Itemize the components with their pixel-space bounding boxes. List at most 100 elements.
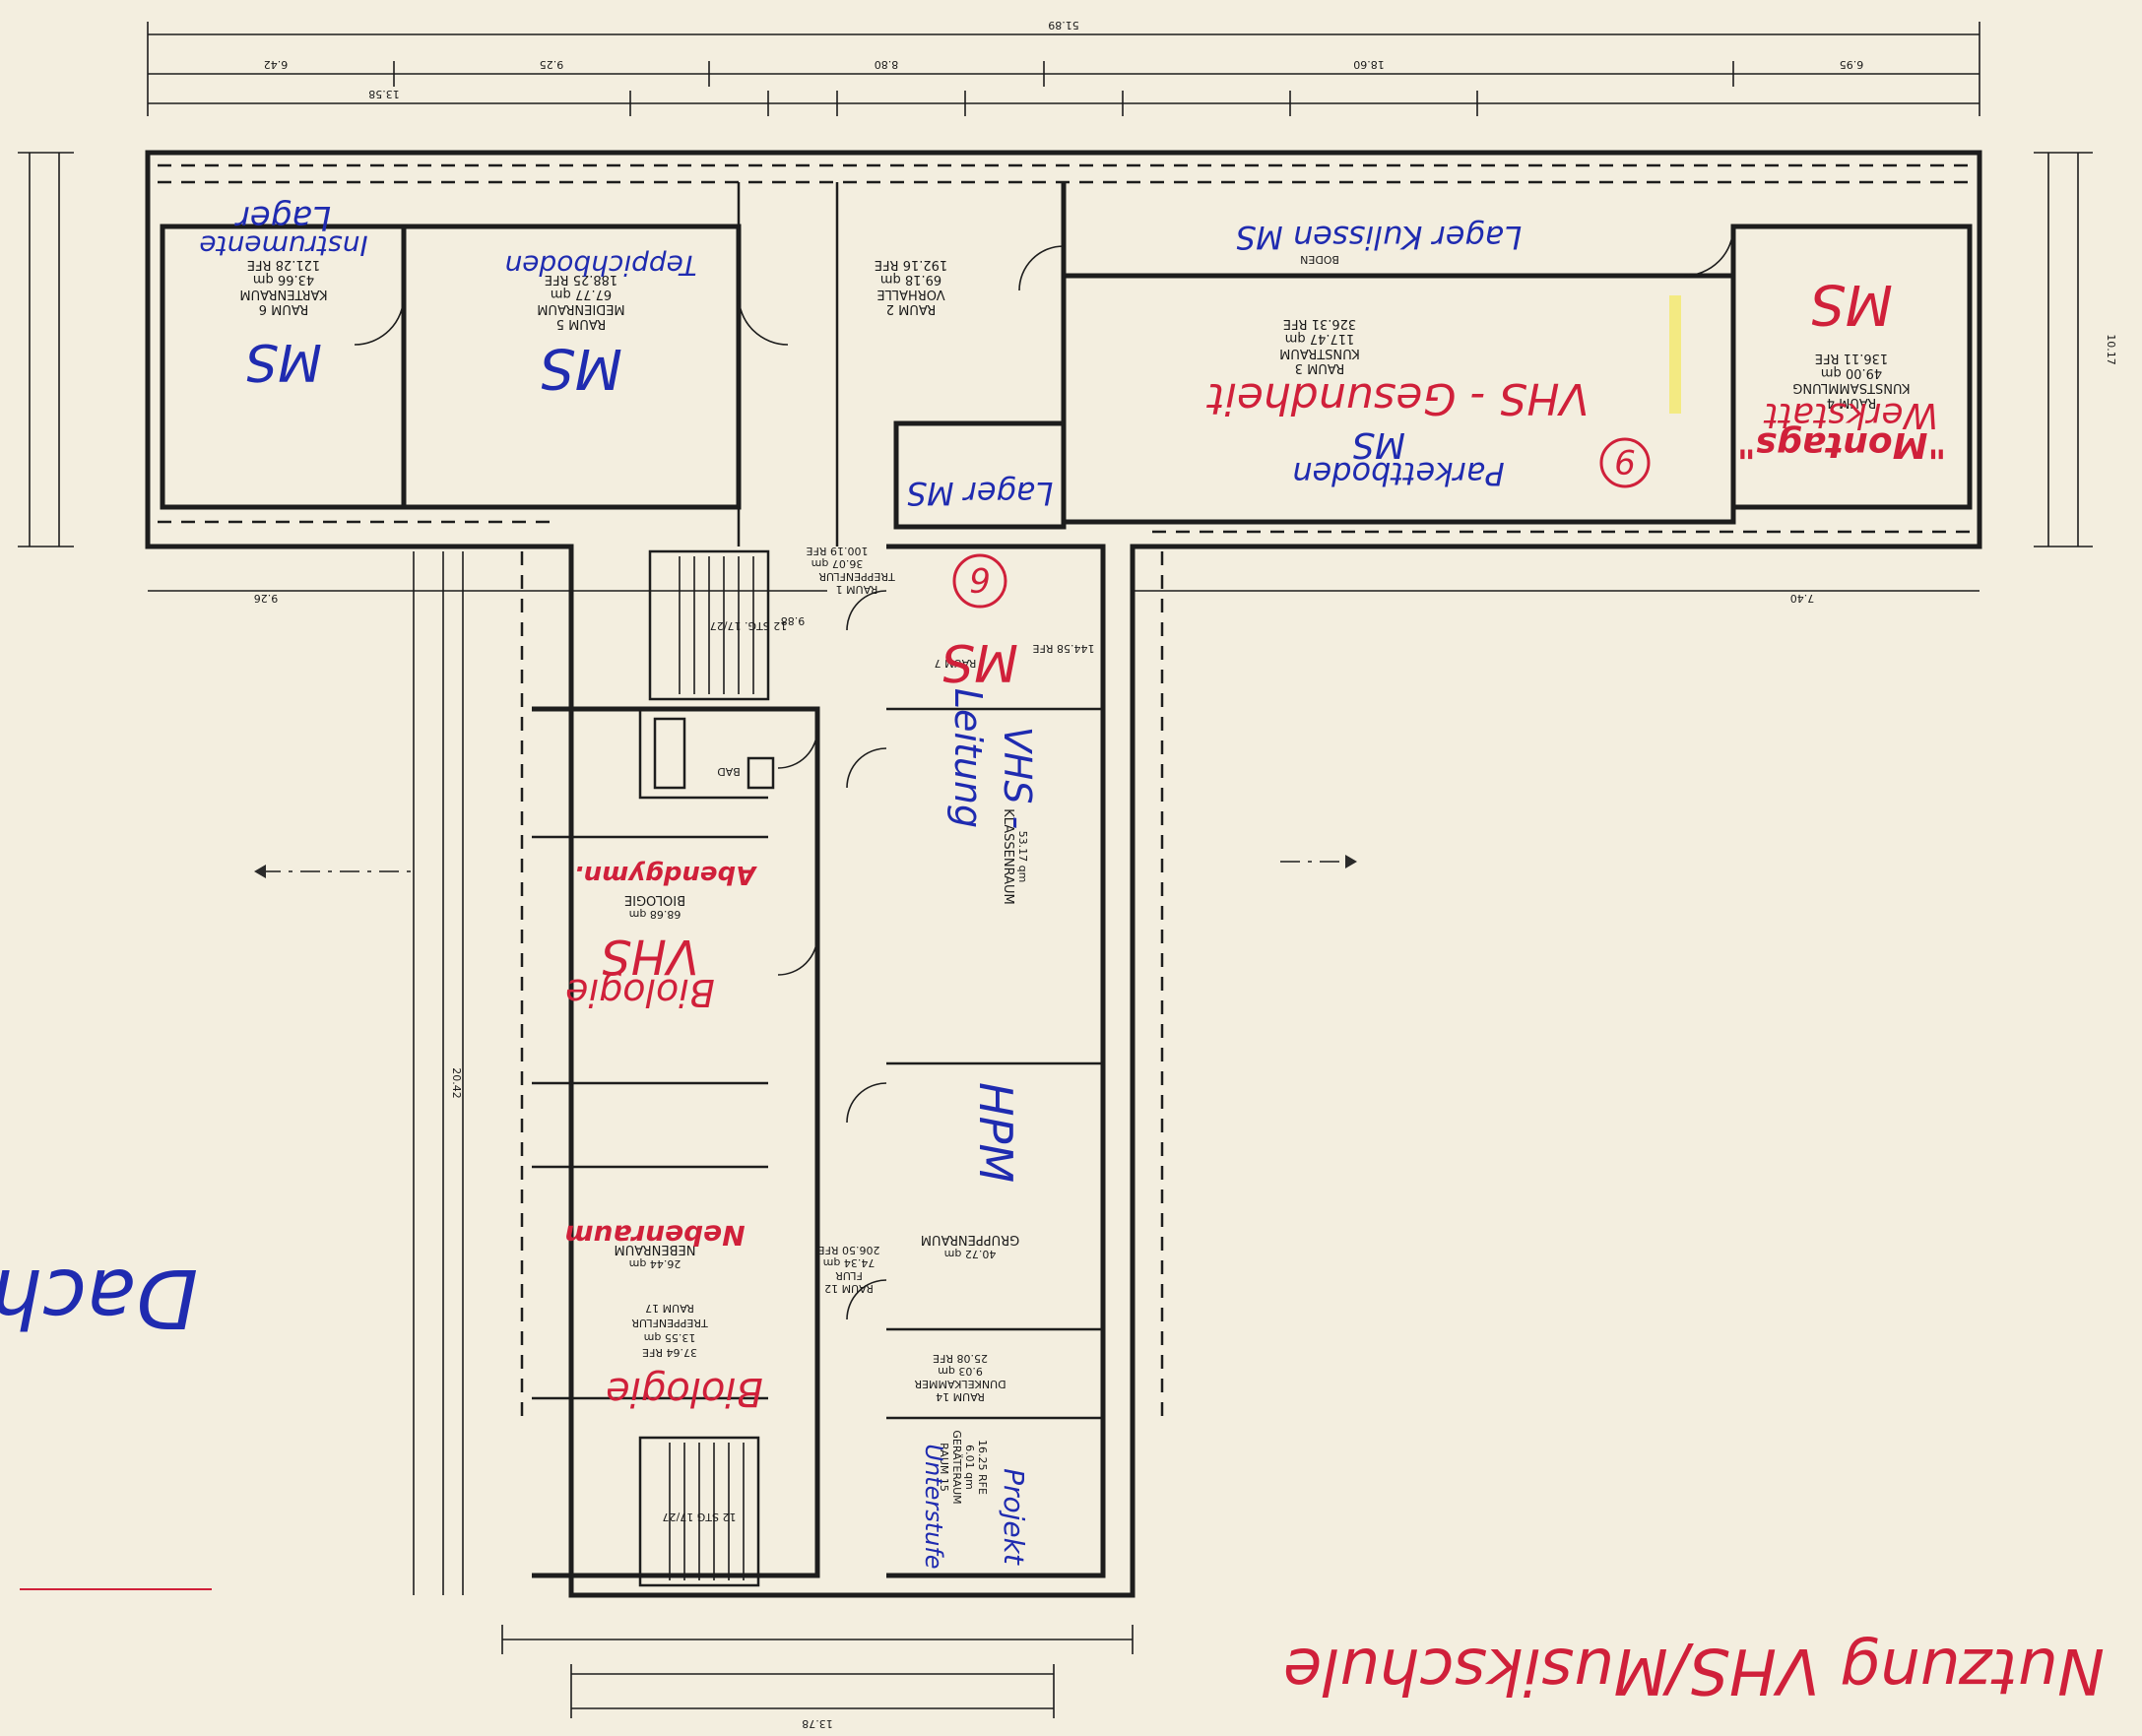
note-vhs: VHS -: [996, 727, 1039, 829]
room-area: 53.17 qm: [1016, 831, 1029, 883]
room-rfe: 121.28 RFE: [247, 257, 320, 272]
note-hpm: HPM: [969, 1082, 1022, 1183]
note-lager-kulissen: Lager Kulissen MS: [1236, 219, 1522, 256]
room-label: RAUM 5: [556, 316, 607, 331]
room-type: KUNSTRAUM: [1279, 346, 1360, 360]
room-area: 69.18 qm: [880, 272, 941, 287]
room-label: BIOLOGIE: [624, 892, 685, 907]
room-type: KARTENRAUM: [239, 287, 327, 301]
room-area: 9.03 qm: [938, 1365, 983, 1378]
note-vhs-gesundheit: VHS - Gesundheit: [1206, 373, 1590, 423]
room-label: RAUM 14: [936, 1390, 985, 1403]
room-area: 40.72 qm: [944, 1248, 997, 1260]
room-label: NEBENRAUM: [615, 1242, 696, 1256]
room-label: RAUM 2: [886, 301, 937, 316]
dim-top-seg-2: 9.25: [540, 58, 564, 71]
room-label: RAUM 1: [836, 583, 878, 596]
building-walls: [145, 150, 1982, 1598]
margin-note-left: Dachg: [0, 1251, 198, 1344]
svg-text:Dachg: Dachg: [0, 1251, 198, 1344]
note-ms: MS: [1352, 424, 1405, 465]
room-raum15: RAUM 15 GERÄTERAUM 6.01 qm 16.25 RFE Pro…: [920, 1430, 1030, 1569]
wing-dimension-chain: 9.26 7.40 9.88: [148, 590, 1980, 627]
room-gruppenraum-note: HPM: [969, 1082, 1022, 1183]
room-rfe: 100.19 RFE: [806, 545, 868, 557]
note-nebenraum: Nebenraum: [564, 1219, 745, 1252]
room-rfe: 188.25 RFE: [545, 272, 617, 287]
room-raum3: RAUM 3 KUNSTRAUM 117.47 qm 326.31 RFE VH…: [1206, 316, 1651, 492]
dim-top-seg-3: 8.80: [875, 58, 899, 71]
stairs-bottom: [638, 1436, 760, 1587]
right-dimension-chain: 10.17: [2034, 152, 2117, 547]
top-dimension-chain: 51.89 6.42 9.25 8.80 18.60 6.95 13.58: [147, 19, 1980, 116]
room-rfe: 25.08 RFE: [933, 1352, 988, 1365]
room-label: RAUM 3: [1295, 360, 1345, 375]
room-raum1: RAUM 1 TREPPENFLUR 36.07 qm 100.19 RFE: [806, 545, 895, 596]
dim-top-total: 51.89: [1048, 19, 1079, 32]
room-rfe: 326.31 RFE: [1283, 316, 1356, 331]
room-number-circle: [1599, 437, 1651, 488]
room-raum5: RAUM 5 MEDIENRAUM 67.77 qm 188.25 RFE Te…: [505, 249, 697, 400]
note-ms: MS: [245, 332, 322, 391]
room-rfe: 206.50 RFE: [817, 1244, 879, 1256]
note-ms: MS: [540, 336, 622, 400]
dim-left-wing: 9.26: [254, 592, 279, 605]
room-area: 36.07 qm: [811, 557, 864, 570]
note-biologie: Biologie: [565, 971, 715, 1014]
room-type: TREPPENFLUR: [631, 1317, 709, 1329]
room-type: GERÄTERAUM: [950, 1430, 963, 1504]
room-biologie: BIOLOGIE 68.68 qm VHS Biologie Abendgymn…: [565, 860, 757, 1014]
room-rfe: 136.11 RFE: [1815, 351, 1888, 365]
room-nebenraum: NEBENRAUM 26.44 qm Nebenraum: [564, 1219, 745, 1270]
stairs-bottom-label: 12 STG 17/27: [663, 1511, 737, 1523]
dim-left-total: 20.42: [450, 1067, 463, 1099]
note-unterstufe: Unterstufe: [920, 1444, 947, 1569]
room-rfe: 192.16 RFE: [875, 257, 947, 272]
note-projekt: Projekt: [998, 1468, 1030, 1566]
room-label: RAUM 17: [645, 1302, 694, 1315]
note-ms: MS: [941, 632, 1018, 691]
room-label: GRUPPENRAUM: [921, 1232, 1019, 1247]
note-biologie: Biologie: [606, 1369, 763, 1414]
highlighter-mark: [1669, 295, 1681, 414]
room-lager-ms: Lager MS: [907, 475, 1054, 512]
stairs-top-label: 12 STG. 17/27: [710, 619, 787, 632]
room-area: 26.44 qm: [629, 1257, 682, 1270]
room-area: 74.34 qm: [823, 1256, 876, 1269]
room-label: RAUM 6: [259, 301, 309, 316]
room-area: 43.66 qm: [253, 272, 314, 287]
dim-corridor: 9.88: [781, 614, 806, 627]
room-area: 13.55 qm: [644, 1331, 696, 1344]
room-klassenraum: KLASSENRAUM 53.17 qm: [1001, 808, 1029, 905]
room-klassenraum-notes: VHS - Leitung: [946, 688, 1039, 829]
room-type: KUNSTSAMMLUNG: [1792, 380, 1910, 395]
room-rfe: 16.25 RFE: [976, 1440, 989, 1495]
room-area: 68.68 qm: [629, 908, 682, 921]
note-instrumente: Instrumente: [199, 229, 367, 262]
room-area: 6.01 qm: [963, 1445, 976, 1490]
room-bad: BAD: [717, 765, 741, 778]
room-type: TREPPENFLUR: [818, 570, 896, 583]
room-type: DUNKELKAMMER: [914, 1378, 1006, 1390]
room-number: 9: [1614, 441, 1636, 481]
dim-right-total: 10.17: [2105, 334, 2117, 365]
room-raum12: RAUM 12 FLUR 74.34 qm 206.50 RFE: [817, 1244, 879, 1295]
room-type: MEDIENRAUM: [537, 301, 624, 316]
room-label: RAUM 15: [938, 1443, 950, 1492]
room-label: RAUM 4: [1827, 395, 1877, 410]
note-leitung: Leitung: [946, 688, 990, 828]
room-area: 117.47 qm: [1285, 331, 1355, 346]
room-raum17: RAUM 17 TREPPENFLUR 13.55 qm 37.64 RFE B…: [606, 1302, 763, 1414]
dim-top-left-total: 13.58: [368, 88, 400, 100]
room-label: BODEN: [1300, 253, 1339, 266]
svg-text:Nutzung VHS/Musikschule: Nutzung VHS/Musikschule: [1283, 1634, 2105, 1706]
room-number: 6: [969, 559, 991, 599]
note-werkstatt: Werkstatt: [1763, 395, 1938, 435]
room-type: FLUR: [835, 1269, 863, 1282]
dim-top-seg-4: 18.60: [1353, 58, 1385, 71]
dim-top-seg-1: 6.42: [264, 58, 289, 71]
room-gruppenraum: GRUPPENRAUM 40.72 qm: [921, 1232, 1019, 1260]
note-montags: "Montags": [1737, 424, 1946, 465]
room-label: RAUM 7: [935, 657, 977, 670]
room-type: VORHALLE: [876, 287, 944, 301]
